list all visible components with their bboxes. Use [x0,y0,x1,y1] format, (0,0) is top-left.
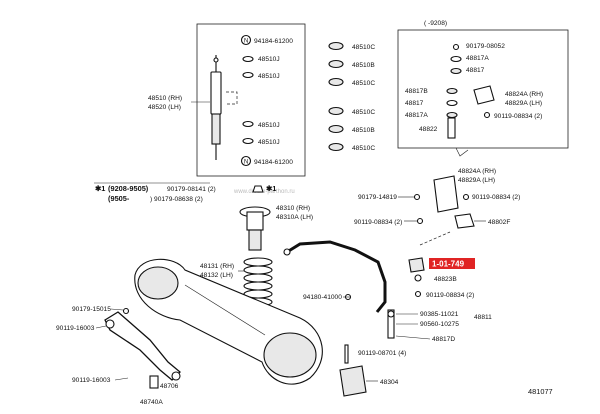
note-block: ✱1 (9208-9505) 90179-08141 (2) (9505- ) … [94,182,216,203]
label-48510J-3: 48510J [258,122,280,129]
label-48823B: 48823B [434,276,457,283]
label-90119-08834-top: 90119-08834 (2) [494,113,542,120]
label-90560-10275: 90560-10275 [420,321,459,328]
highlight-callout[interactable]: 1-01-749 [429,258,475,269]
label-48811: 48811 [474,314,492,321]
right-bracket-group: 48824A (RH) 48829A (LH) 90179-14819 9011… [303,168,520,301]
label-90119-08834-b: 90119-08834 (2) [354,219,402,226]
label-90385-11021: 90385-11021 [420,311,459,318]
label-48310-rh: 48310 (RH) [276,205,310,212]
svg-text:N: N [244,160,248,166]
label-90119-08834-a: 90119-08834 (2) [472,194,520,201]
bump-stopper-group: 90119-08701 (4) 48304 [339,344,406,397]
label-48510C-2: 48510C [352,80,375,87]
note-date-2: (9505- [108,194,130,203]
shock-absorber-group: N N 94184-61200 94184-61200 48510J 48510… [148,23,306,177]
label-48304: 48304 [380,379,399,386]
label-48510C-1: 48510C [352,44,375,51]
label-48740A: 48740A [140,399,163,406]
label-48817B: 48817B [405,88,428,95]
nut-n-icon-bottom [240,155,252,167]
label-48520-lh: 48520 (LH) [148,104,181,111]
label-48817-mid: 48817 [405,100,424,107]
diagram-number: 481077 [528,387,553,396]
label-48824A-rh-top: 48824A (RH) [505,91,543,98]
label-48132-lh: 48132 (LH) [200,272,233,279]
label-48817A-mid: 48817A [405,112,428,119]
label-48510C-4: 48510C [352,145,375,152]
label-48822: 48822 [419,126,438,133]
bushing-icon [408,257,425,273]
label-90119-08834-c: 90119-08834 (2) [426,292,474,299]
note-part-2: ) 90179-08638 (2) [150,196,203,203]
label-48510B-2: 48510B [352,127,375,134]
bushing-column: 48510C 48510B 48510C 48510C 48510B 48510… [328,41,375,152]
washer-stack-top [242,55,254,145]
svg-text:N: N [244,39,248,45]
label-90119-16003-a: 90119-16003 [56,325,95,332]
label-90119-08701: 90119-08701 (4) [358,350,406,357]
label-48817A-top: 48817A [466,55,489,62]
shock-absorber-icon [210,55,222,160]
label-48510-rh: 48510 (RH) [148,95,182,102]
lower-arm-group: 90179-15015 90119-16003 90119-16003 4870… [56,306,181,406]
axle-housing-icon [134,258,323,385]
label-48131-rh: 48131 (RH) [200,263,234,270]
label-48510B-1: 48510B [352,62,375,69]
label-90179-14819: 90179-14819 [358,194,397,201]
label-48817-top: 48817 [466,67,485,74]
label-94184-top: 94184-61200 [254,38,293,45]
label-48817D: 48817D [432,336,455,343]
label-star-part: ✱1 [266,184,276,193]
label-box-title: ( -9208) [424,20,447,27]
nut-n-icon-top [240,34,252,46]
stabilizer-bar-icon [283,240,387,313]
label-48510J-2: 48510J [258,73,280,80]
label-48510J-1: 48510J [258,56,280,63]
label-90179-15015: 90179-15015 [72,306,111,313]
label-94180-41000: 94180-41000 [303,294,342,301]
label-90179-08052: 90179-08052 [466,43,505,50]
label-48706: 48706 [160,383,179,390]
label-48510J-4: 48510J [258,139,280,146]
bracket-icon [473,85,495,105]
highlight-part-number[interactable]: 1-01-749 [432,260,465,269]
note-part-1: 90179-08141 (2) [167,186,216,193]
label-48824A-rh: 48824A (RH) [458,168,496,175]
link-group: 90385-11021 90560-10275 48811 48817D [387,309,492,343]
note-date-1: (9208-9505) [108,184,149,193]
label-94184-bottom: 94184-61200 [254,159,293,166]
label-48829A-lh: 48829A (LH) [458,177,495,184]
label-90119-16003-b: 90119-16003 [72,377,111,384]
label-48310A-lh: 48310A (LH) [276,214,313,221]
label-48802F: 48802F [488,219,510,226]
label-48829A-lh-top: 48829A (LH) [505,100,542,107]
stabilizer-box-group: ( -9208) 90179-08052 48817A 48817 48817B… [397,20,569,157]
watermark-text: www.dream-parthon.ru [233,189,295,195]
label-48510C-3: 48510C [352,109,375,116]
note-star-label: ✱1 [95,184,105,193]
